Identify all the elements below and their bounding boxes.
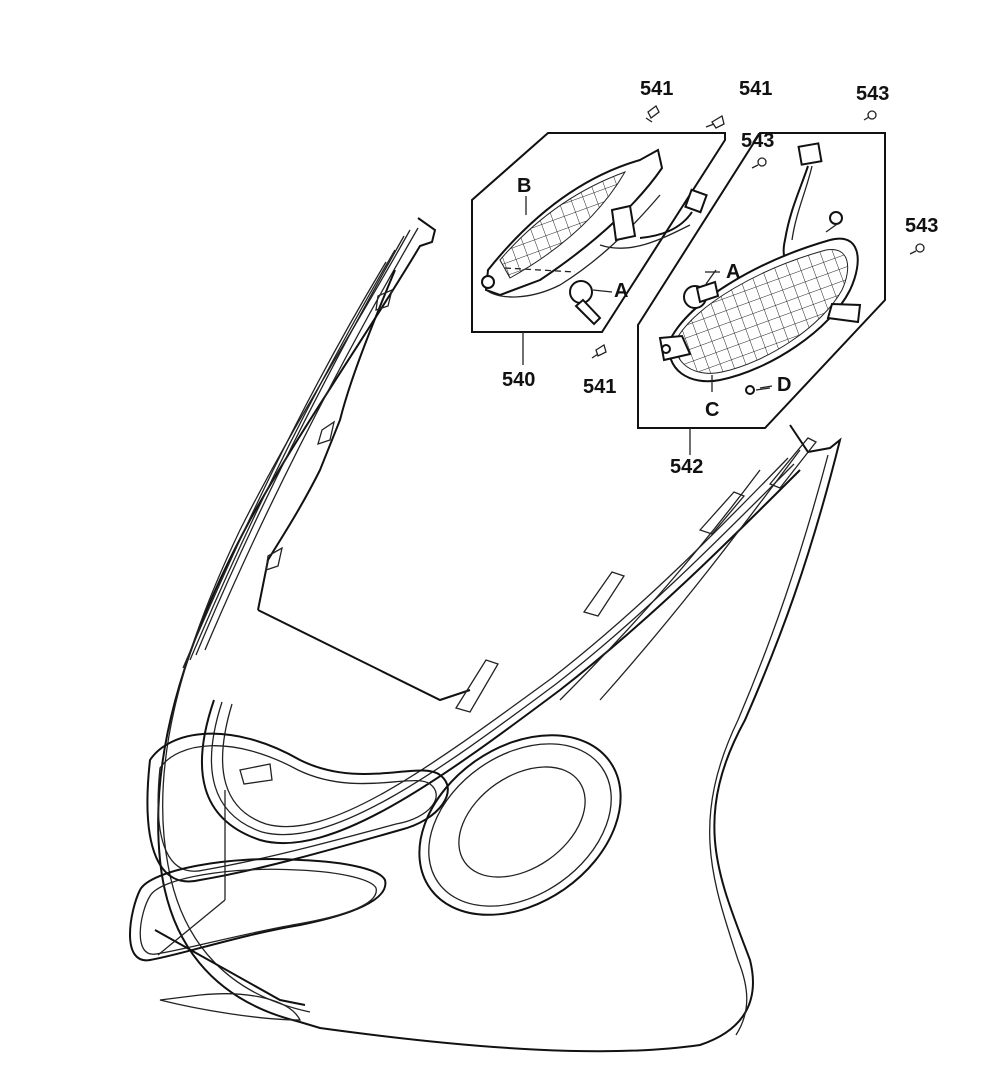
label-a-left: A (614, 280, 628, 302)
label-541-top-left: 541 (640, 78, 673, 100)
screw-543-mid (751, 157, 767, 169)
front-fairing (129, 217, 842, 1053)
turn-signal-left-assembly (471, 132, 726, 365)
label-540: 540 (502, 369, 535, 391)
label-b: B (517, 175, 531, 197)
label-543-top: 543 (856, 83, 889, 105)
leader-d (759, 385, 773, 389)
label-d: D (777, 374, 791, 396)
label-541-top-right: 541 (739, 78, 772, 100)
turn-signal-right-assembly (637, 132, 886, 455)
screw-541-top-right (705, 114, 725, 129)
screw-541-bottom (591, 343, 607, 359)
label-542: 542 (670, 456, 703, 478)
screw-543-right (909, 243, 925, 255)
label-a-right: A (726, 261, 740, 283)
label-541-bottom: 541 (583, 376, 616, 398)
screws (591, 105, 925, 359)
label-543-right: 543 (905, 215, 938, 237)
screw-541-top-left (645, 105, 660, 123)
label-c: C (705, 399, 719, 421)
label-543-mid: 543 (741, 130, 774, 152)
screw-543-top (863, 110, 877, 121)
